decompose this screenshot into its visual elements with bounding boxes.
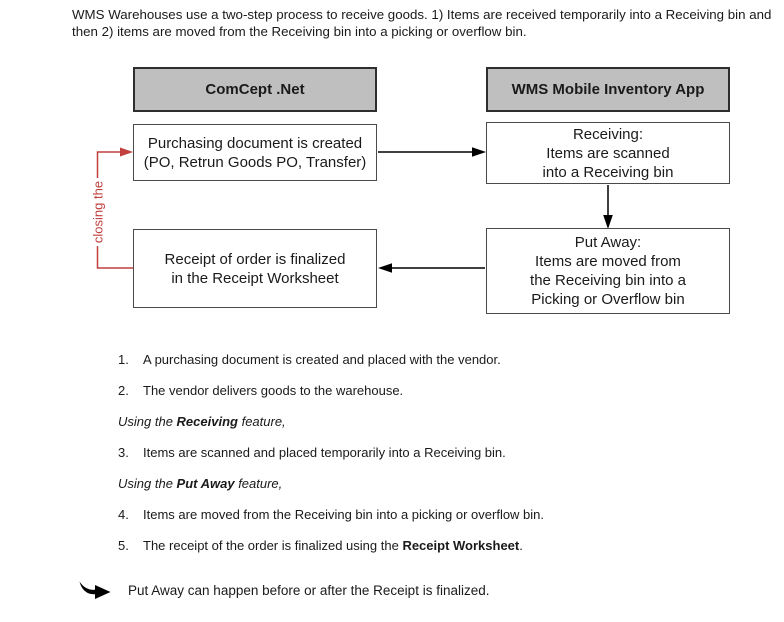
closing-the-label: closing the bbox=[89, 177, 107, 247]
list-item: 5. The receipt of the order is finalized… bbox=[118, 538, 718, 554]
step-number: 1. bbox=[118, 352, 129, 367]
step-text: The receipt of the order is finalized us… bbox=[143, 538, 523, 554]
arrow-putaway-to-receipt bbox=[378, 263, 485, 273]
caption-bold: Receiving bbox=[176, 414, 238, 429]
put-away-box: Put Away: Items are moved from the Recei… bbox=[486, 228, 730, 314]
using-putaway-caption: Using the Put Away feature, bbox=[118, 476, 718, 492]
list-item: 2. The vendor delivers goods to the ware… bbox=[118, 383, 718, 399]
step-number: 2. bbox=[118, 383, 129, 398]
caption-pre: Using the bbox=[118, 414, 177, 429]
step-number: 4. bbox=[118, 507, 129, 522]
note-row: Put Away can happen before or after the … bbox=[78, 579, 489, 601]
receiving-box: Receiving: Items are scanned into a Rece… bbox=[486, 122, 730, 184]
list-item: 3. Items are scanned and placed temporar… bbox=[118, 445, 718, 461]
step-number: 5. bbox=[118, 538, 129, 553]
caption-pre: Using the bbox=[118, 476, 177, 491]
receipt-finalized-box: Receipt of order is finalized in the Rec… bbox=[133, 229, 377, 308]
using-receiving-caption: Using the Receiving feature, bbox=[118, 414, 718, 430]
step-text-post: . bbox=[519, 538, 523, 553]
caption-post: feature, bbox=[234, 476, 283, 491]
step-text-bold: Receipt Worksheet bbox=[402, 538, 520, 553]
purchasing-document-box: Purchasing document is created (PO, Retr… bbox=[133, 124, 377, 181]
step-number: 3. bbox=[118, 445, 129, 460]
intro-text: WMS Warehouses use a two-step process to… bbox=[72, 7, 772, 39]
step-text: A purchasing document is created and pla… bbox=[143, 352, 501, 367]
arrow-purchasing-to-receiving bbox=[378, 147, 486, 157]
arrow-receiving-to-putaway bbox=[603, 185, 613, 229]
step-text: Items are moved from the Receiving bin i… bbox=[143, 507, 545, 522]
caption-bold: Put Away bbox=[176, 476, 235, 491]
step-text: Items are scanned and placed temporarily… bbox=[143, 445, 506, 460]
caption-post: feature, bbox=[237, 414, 286, 429]
process-steps-list: 1. A purchasing document is created and … bbox=[118, 352, 718, 569]
step-text-pre: The receipt of the order is finalized us… bbox=[143, 538, 403, 553]
step-text: The vendor delivers goods to the warehou… bbox=[143, 383, 404, 398]
header-wms-mobile-inventory-app: WMS Mobile Inventory App bbox=[486, 67, 730, 112]
list-item: 1. A purchasing document is created and … bbox=[118, 352, 718, 368]
note-text: Put Away can happen before or after the … bbox=[128, 582, 490, 598]
header-comcept-net: ComCept .Net bbox=[133, 67, 377, 112]
curved-right-arrow-icon bbox=[79, 581, 111, 599]
list-item: 4. Items are moved from the Receiving bi… bbox=[118, 507, 718, 523]
